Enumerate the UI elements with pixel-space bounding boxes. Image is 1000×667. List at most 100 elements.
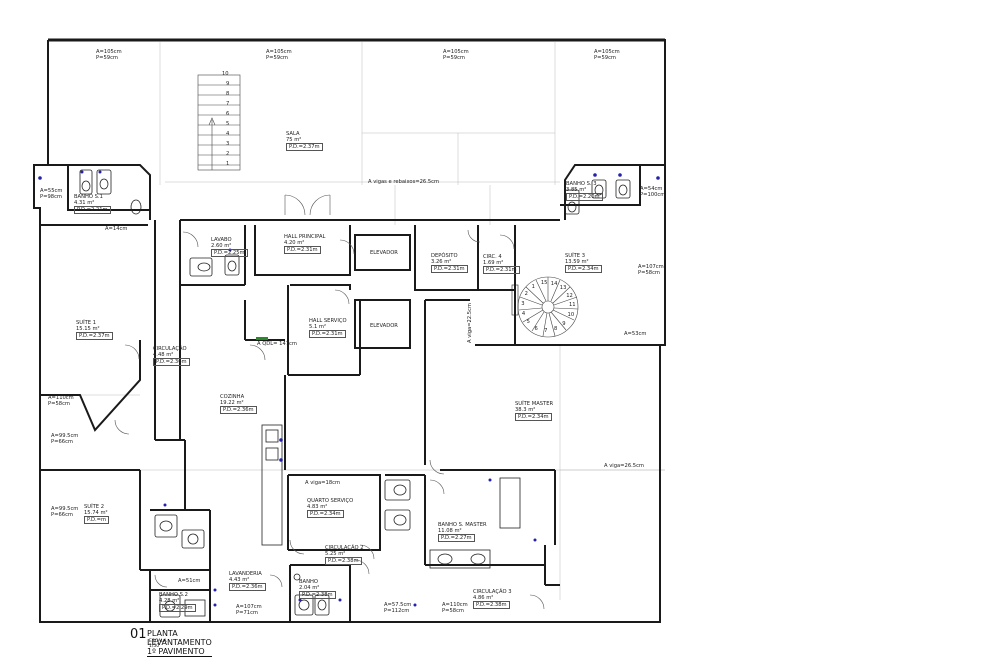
fixtures <box>79 169 631 618</box>
annotation-line: A=54cm <box>640 186 663 192</box>
annotation-line: P=100cm <box>640 192 666 198</box>
spiral-step-number: 12 <box>566 292 573 299</box>
room-ceiling-height: P.D.=2.31m <box>431 265 468 273</box>
room-ceiling-height: P.D.=2.38m <box>299 591 336 599</box>
annotation-line: A=55cm <box>40 188 63 194</box>
spiral-step-number: 4 <box>521 310 526 317</box>
room-area: 15.74 m² <box>84 510 108 516</box>
annotation-line: A viga=18cm <box>305 480 341 486</box>
room-name: HALL SERVIÇO <box>309 318 347 324</box>
room-ceiling-height: P.D.=2.21m <box>74 206 111 214</box>
room-ceiling-height: P.D.=2.36m <box>229 583 266 591</box>
room-ceiling-height: P.D.=m <box>84 516 110 524</box>
room-ceiling-height: P.D.=2.25m <box>211 249 248 257</box>
room-area: 75 m² <box>286 137 302 143</box>
spiral-stair <box>511 276 579 338</box>
room-name: ELEVADOR <box>370 250 398 256</box>
annotation-line: A=110cm <box>442 602 468 608</box>
room-area: 38.3 m² <box>515 407 536 413</box>
room-area: 11.08 m² <box>438 528 462 534</box>
annotation-win-9: A=53cm <box>624 331 646 337</box>
room-ceiling-height: P.D.=2.29m <box>159 604 196 612</box>
qdl-panel <box>256 337 268 340</box>
room-area: 2.60 m² <box>211 243 232 249</box>
annotation-line: A=105cm <box>443 49 469 55</box>
room-name: CIRCULAÇÃO <box>153 346 187 352</box>
annotation-win-13: A=51cm <box>178 578 200 584</box>
room-name: ELEVADOR <box>370 323 398 329</box>
annotation-line: P=66cm <box>51 512 73 518</box>
room-name: BANHO S. 3 <box>566 181 597 187</box>
room-ceiling-height: P.D.=2.37m <box>286 143 323 151</box>
room-area: 5.1 m² <box>309 324 327 330</box>
straight-step-number: 5 <box>226 121 230 127</box>
room-area: 19.22 m² <box>220 400 244 406</box>
room-area: 13.59 m² <box>565 259 589 265</box>
annotation-line: P=66cm <box>51 439 73 445</box>
room-name: LAVABO <box>211 237 232 243</box>
room-area: 4.48 m² <box>153 352 174 358</box>
straight-stair <box>197 74 241 171</box>
annotation-line: A=51cm <box>178 578 201 584</box>
room-ceiling-height: P.D.=2.34m <box>307 510 344 518</box>
room-ceiling-height: P.D.=2.34m <box>515 413 552 421</box>
annotation-line: P=59cm <box>443 55 465 61</box>
room-area: 4.20 m² <box>284 240 305 246</box>
annotation-line: A=57.5cm <box>384 602 412 608</box>
annotation-viga-18: A viga=18cm <box>305 480 340 486</box>
room-area: 5.25 m² <box>325 551 346 557</box>
drawing-title-text: PLANTA LEVANTAMENTO 1º PAVIMENTO <box>147 629 212 657</box>
room-ceiling-height: P.D.=2.20m <box>566 193 603 201</box>
spiral-step-number: 11 <box>568 302 576 309</box>
spiral-step-number: 8 <box>553 326 558 333</box>
room-name: LAVANDERIA <box>229 571 262 577</box>
room-name: SUÍTE MASTER <box>515 401 554 407</box>
room-name: COZINHA <box>220 394 245 400</box>
doors <box>114 194 545 610</box>
annotation-vigas: A vigas e rebaixos=26.5cm <box>368 179 439 185</box>
room-name: BANHO S.2 <box>159 592 188 598</box>
room-name: SUÍTE 2 <box>84 504 105 510</box>
drawing-scale: ESCALA 1/50 <box>149 639 167 649</box>
annotation-line: A=99.5cm <box>51 506 79 512</box>
spiral-step-number: 6 <box>534 325 538 332</box>
room-ceiling-height: P.D.=2.36m <box>153 358 190 366</box>
spiral-step-number: 1 <box>531 284 535 291</box>
spiral-step-number: 3 <box>521 300 525 307</box>
annotation-line: A=53cm <box>624 331 647 337</box>
room-area: 4.31 m² <box>74 200 95 206</box>
room-ceiling-height: P.D.=2.38m <box>325 557 362 565</box>
room-area: 2.04 m² <box>299 585 320 591</box>
room-name: QUARTO SERVIÇO <box>307 498 354 504</box>
room-area: 4.83 m² <box>307 504 328 510</box>
straight-step-number: 10 <box>222 71 229 77</box>
room-ceiling-height: P.D.=2.31m <box>483 266 520 274</box>
markers <box>38 170 660 607</box>
spiral-step-number: 5 <box>526 319 530 326</box>
room-label-elevador-2: ELEVADOR <box>370 323 398 329</box>
straight-step-number: 1 <box>226 161 230 167</box>
room-area: 15.15 m² <box>76 326 100 332</box>
